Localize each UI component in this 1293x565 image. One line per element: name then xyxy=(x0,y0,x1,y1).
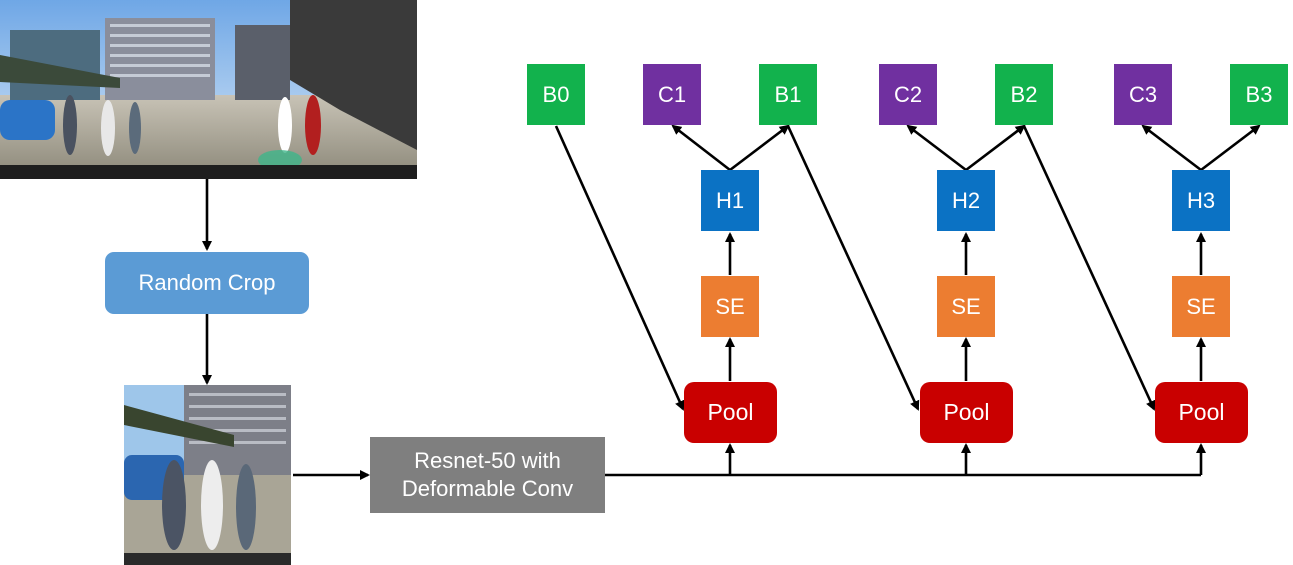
node-c2-label: C2 xyxy=(893,81,923,107)
node-b0: B0 xyxy=(527,64,585,125)
node-b3-label: B3 xyxy=(1245,81,1273,107)
node-b1: B1 xyxy=(759,64,817,125)
random-crop-box: Random Crop xyxy=(105,252,309,314)
node-pool-2: Pool xyxy=(920,382,1013,443)
node-c1-label: C1 xyxy=(657,81,687,107)
node-h3: H3 xyxy=(1172,170,1230,231)
node-b2: B2 xyxy=(995,64,1053,125)
node-h3-label: H3 xyxy=(1186,187,1216,213)
node-pool-1: Pool xyxy=(684,382,777,443)
node-h2: H2 xyxy=(937,170,995,231)
node-pool-2-label: Pool xyxy=(943,399,990,425)
node-se-2-label: SE xyxy=(951,293,981,319)
backbone-box: Resnet-50 with Deformable Conv xyxy=(370,437,605,513)
node-pool-3: Pool xyxy=(1155,382,1248,443)
node-se-1-label: SE xyxy=(715,293,745,319)
node-b0-label: B0 xyxy=(542,81,570,107)
node-c3-label: C3 xyxy=(1128,81,1158,107)
node-h1: H1 xyxy=(701,170,759,231)
cropped-image xyxy=(124,385,291,565)
input-image xyxy=(0,0,417,179)
node-b1-label: B1 xyxy=(774,81,802,107)
node-b3: B3 xyxy=(1230,64,1288,125)
node-pool-1-label: Pool xyxy=(707,399,754,425)
node-h2-label: H2 xyxy=(951,187,981,213)
node-se-3-label: SE xyxy=(1186,293,1216,319)
node-c3: C3 xyxy=(1114,64,1172,125)
node-c2: C2 xyxy=(879,64,937,125)
backbone-label-line1: Resnet-50 with xyxy=(414,448,561,473)
node-c1: C1 xyxy=(643,64,701,125)
node-se-1: SE xyxy=(701,276,759,337)
node-se-2: SE xyxy=(937,276,995,337)
node-h1-label: H1 xyxy=(715,187,745,213)
node-se-3: SE xyxy=(1172,276,1230,337)
backbone-label-line2: Deformable Conv xyxy=(401,476,574,501)
node-pool-3-label: Pool xyxy=(1178,399,1225,425)
node-b2-label: B2 xyxy=(1010,81,1038,107)
random-crop-label: Random Crop xyxy=(138,270,276,295)
